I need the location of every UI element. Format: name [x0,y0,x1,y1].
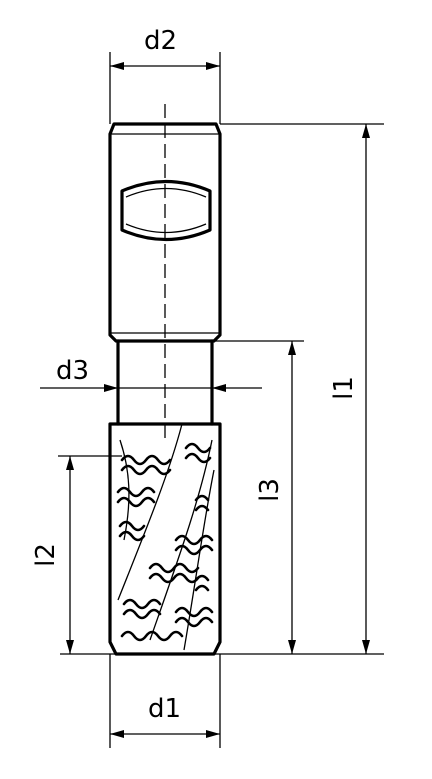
label-d2: d2 [144,26,177,56]
label-l2: l2 [31,543,61,567]
label-d1: d1 [148,694,181,724]
dimension-d1 [109,654,221,748]
neck [116,339,214,426]
dimension-d3 [40,384,262,392]
label-d3: d3 [56,356,89,386]
weldon-flat [120,179,212,242]
label-l3: l3 [255,478,285,502]
label-l1: l1 [329,376,359,400]
dimension-l1 [220,123,384,654]
dimension-l3 [212,340,304,654]
dimension-l2 [58,455,122,654]
cutting-head [108,422,222,656]
dimension-d2 [109,52,221,124]
